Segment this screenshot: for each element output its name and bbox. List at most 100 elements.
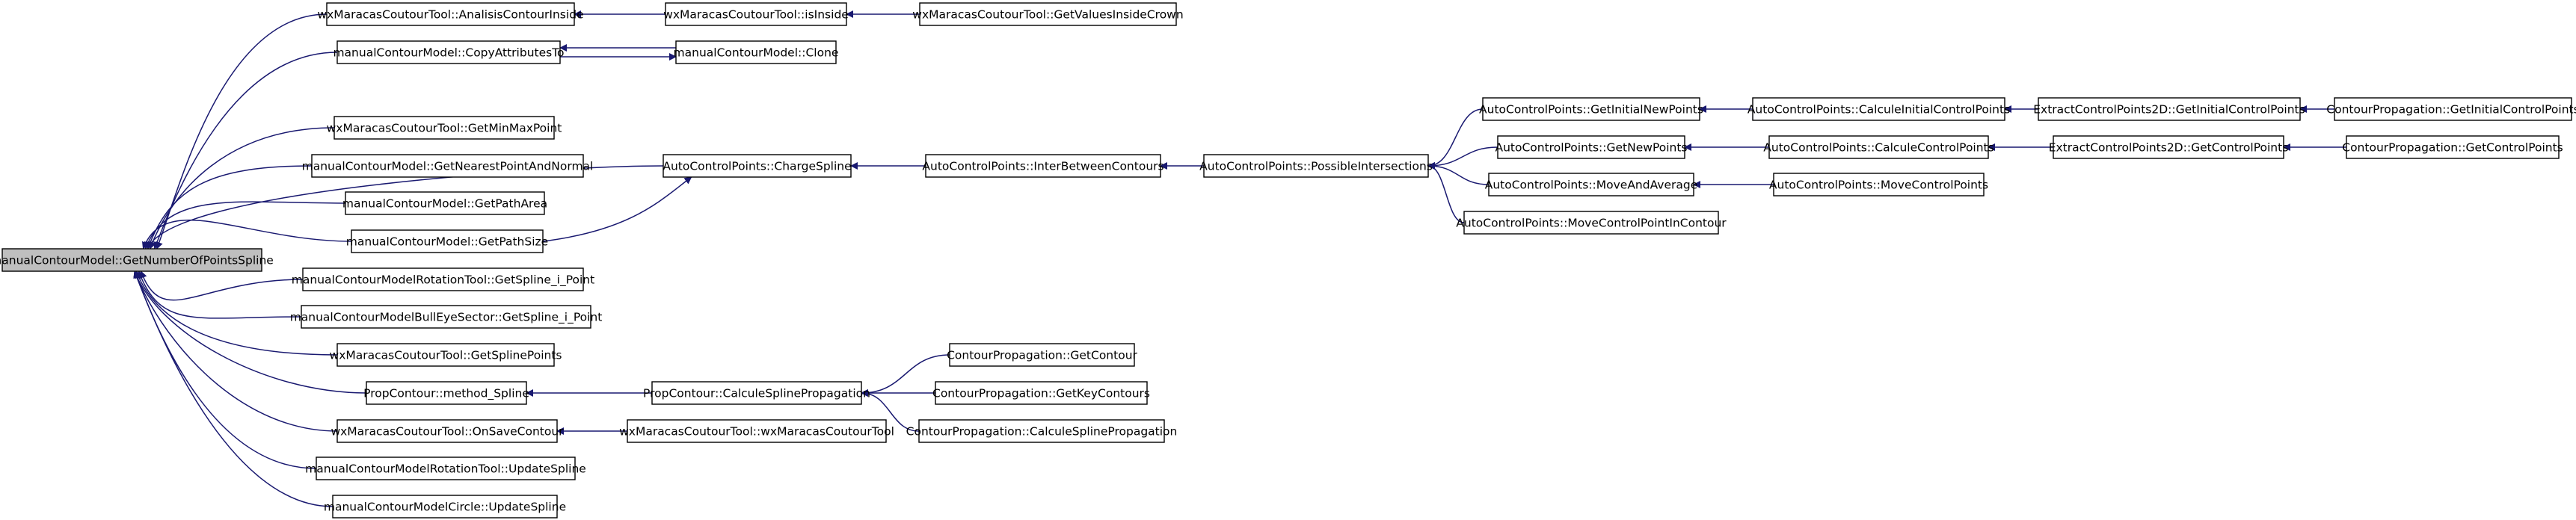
function-node[interactable]: AutoControlPoints::MoveControlPointInCon… bbox=[1456, 211, 1727, 235]
function-node[interactable]: manualContourModel::CopyAttributesTo bbox=[333, 40, 565, 64]
call-edge bbox=[156, 13, 328, 250]
node-box bbox=[351, 229, 544, 253]
call-edge bbox=[133, 270, 333, 507]
function-node[interactable]: AutoControlPoints::CalculeControlPoints bbox=[1763, 135, 1994, 159]
call-edge bbox=[1427, 162, 1465, 223]
function-node[interactable]: manualContourModelBullEyeSector::GetSpli… bbox=[290, 305, 603, 329]
node-box bbox=[2334, 97, 2572, 121]
function-node[interactable]: wxMaracasCoutourTool::GetSplinePoints bbox=[330, 343, 562, 367]
root-function-node[interactable]: manualContourModel::GetNumberOfPointsSpl… bbox=[0, 248, 274, 272]
function-node[interactable]: AutoControlPoints::ChargeSpline bbox=[663, 154, 852, 178]
node-label: AutoControlPoints::CalculeControlPoints bbox=[1763, 141, 1994, 155]
function-node[interactable]: wxMaracasCoutourTool::isInside bbox=[663, 2, 849, 26]
function-node[interactable]: ContourPropagation::CalculeSplinePropaga… bbox=[906, 419, 1178, 443]
function-node[interactable]: ContourPropagation::GetKeyContours bbox=[932, 381, 1150, 405]
function-node[interactable]: ExtractControlPoints2D::GetInitialContro… bbox=[2033, 97, 2305, 121]
function-node[interactable]: manualContourModelRotationTool::GetSplin… bbox=[292, 267, 594, 291]
call-edge bbox=[147, 165, 313, 250]
node-label: manualContourModel::GetPathArea bbox=[342, 197, 547, 211]
node-label: wxMaracasCoutourTool::GetSplinePoints bbox=[330, 349, 562, 362]
node-label: AutoControlPoints::MoveControlPointInCon… bbox=[1456, 217, 1727, 230]
function-node[interactable]: AutoControlPoints::CalculeInitialControl… bbox=[1747, 97, 2010, 121]
node-label: ExtractControlPoints2D::GetControlPoints bbox=[2049, 141, 2289, 155]
node-label: ExtractControlPoints2D::GetInitialContro… bbox=[2033, 103, 2305, 117]
call-edge bbox=[133, 270, 338, 432]
node-label: PropContour::method_Spline bbox=[363, 387, 529, 401]
node-box bbox=[919, 2, 1177, 26]
node-box bbox=[949, 343, 1135, 367]
function-node[interactable]: wxMaracasCoutourTool::GetMinMaxPoint bbox=[327, 116, 562, 140]
node-box bbox=[1497, 135, 1685, 159]
node-label: wxMaracasCoutourTool::GetMinMaxPoint bbox=[327, 122, 562, 135]
function-node[interactable]: wxMaracasCoutourTool::GetValuesInsideCro… bbox=[912, 2, 1184, 26]
node-box bbox=[663, 154, 852, 178]
node-box bbox=[1203, 154, 1429, 178]
function-node[interactable]: ContourPropagation::GetInitialControlPoi… bbox=[2326, 97, 2576, 121]
node-label: wxMaracasCoutourTool::AnalisisContourIns… bbox=[317, 8, 583, 22]
node-box bbox=[301, 305, 591, 329]
node-box bbox=[651, 381, 862, 405]
function-node[interactable]: AutoControlPoints::GetNewPoints bbox=[1495, 135, 1688, 159]
node-label: manualContourModelCircle::UpdateSpline bbox=[324, 501, 566, 514]
node-label: manualContourModel::GetPathSize bbox=[346, 235, 548, 249]
call-edge bbox=[1427, 146, 1498, 170]
function-node[interactable]: AutoControlPoints::InterBetweenContours bbox=[922, 154, 1164, 178]
function-node[interactable]: PropContour::CalculeSplinePropagation bbox=[643, 381, 870, 405]
function-node[interactable]: AutoControlPoints::MoveControlPoints bbox=[1769, 173, 1988, 196]
node-box bbox=[336, 343, 555, 367]
node-label: AutoControlPoints::ChargeSpline bbox=[663, 160, 851, 173]
node-box bbox=[302, 267, 584, 291]
function-node[interactable]: wxMaracasCoutourTool::OnSaveContour bbox=[331, 419, 564, 443]
function-node[interactable]: manualContourModel::GetPathArea bbox=[342, 191, 547, 215]
function-node[interactable]: manualContourModel::GetNearestPointAndNo… bbox=[302, 154, 594, 178]
function-node[interactable]: manualContourModel::Clone bbox=[674, 40, 839, 64]
function-node[interactable]: manualContourModelCircle::UpdateSpline bbox=[324, 495, 566, 519]
node-box bbox=[675, 40, 837, 64]
node-box bbox=[1482, 97, 1700, 121]
node-box bbox=[326, 2, 575, 26]
function-node[interactable]: ContourPropagation::GetControlPoints bbox=[2342, 135, 2563, 159]
node-box bbox=[1752, 97, 2005, 121]
node-label: manualContourModel::GetNearestPointAndNo… bbox=[302, 160, 594, 173]
node-box bbox=[333, 116, 555, 140]
function-node[interactable]: AutoControlPoints::PossibleIntersections bbox=[1199, 154, 1433, 178]
node-label: wxMaracasCoutourTool::GetValuesInsideCro… bbox=[912, 8, 1183, 22]
node-label: ContourPropagation::GetControlPoints bbox=[2342, 141, 2563, 155]
node-box bbox=[1768, 135, 1989, 159]
node-label: wxMaracasCoutourTool::isInside bbox=[663, 8, 849, 22]
call-edge bbox=[861, 354, 950, 397]
function-node[interactable]: ContourPropagation::GetContour bbox=[947, 343, 1138, 367]
node-box bbox=[935, 381, 1148, 405]
node-label: PropContour::CalculeSplinePropagation bbox=[643, 387, 870, 400]
node-box bbox=[665, 2, 847, 26]
node-box bbox=[2053, 135, 2284, 159]
node-label: manualContourModel::GetNumberOfPointsSpl… bbox=[0, 254, 274, 267]
node-box bbox=[336, 40, 561, 64]
node-label: manualContourModel::CopyAttributesTo bbox=[333, 46, 564, 60]
node-label: ContourPropagation::CalculeSplinePropaga… bbox=[906, 425, 1178, 439]
node-label: AutoControlPoints::GetNewPoints bbox=[1495, 141, 1687, 155]
node-label: wxMaracasCoutourTool::OnSaveContour bbox=[331, 425, 564, 439]
node-box bbox=[1463, 211, 1719, 235]
node-box bbox=[316, 456, 576, 480]
node-box bbox=[2346, 135, 2560, 159]
node-label: AutoControlPoints::PossibleIntersections bbox=[1199, 160, 1433, 173]
function-node[interactable]: AutoControlPoints::GetInitialNewPoints bbox=[1479, 97, 1703, 121]
function-node[interactable]: ExtractControlPoints2D::GetControlPoints bbox=[2049, 135, 2289, 159]
function-node[interactable]: wxMaracasCoutourTool::wxMaracasCoutourTo… bbox=[619, 419, 894, 443]
function-node[interactable]: AutoControlPoints::MoveAndAverage bbox=[1485, 173, 1698, 196]
node-label: AutoControlPoints::CalculeInitialControl… bbox=[1747, 103, 2010, 117]
function-node[interactable]: wxMaracasCoutourTool::AnalisisContourIns… bbox=[317, 2, 584, 26]
function-node[interactable]: PropContour::method_Spline bbox=[363, 381, 529, 405]
call-edge bbox=[861, 389, 920, 432]
call-edge bbox=[1427, 162, 1490, 185]
node-label: AutoControlPoints::GetInitialNewPoints bbox=[1479, 103, 1703, 117]
function-node[interactable]: manualContourModelRotationTool::UpdateSp… bbox=[305, 456, 586, 480]
node-box bbox=[627, 419, 887, 443]
node-label: manualContourModel::Clone bbox=[674, 46, 839, 60]
function-node[interactable]: manualContourModel::GetPathSize bbox=[346, 229, 548, 253]
call-edge bbox=[139, 270, 304, 301]
call-edge bbox=[1427, 108, 1484, 170]
node-box bbox=[332, 495, 558, 519]
